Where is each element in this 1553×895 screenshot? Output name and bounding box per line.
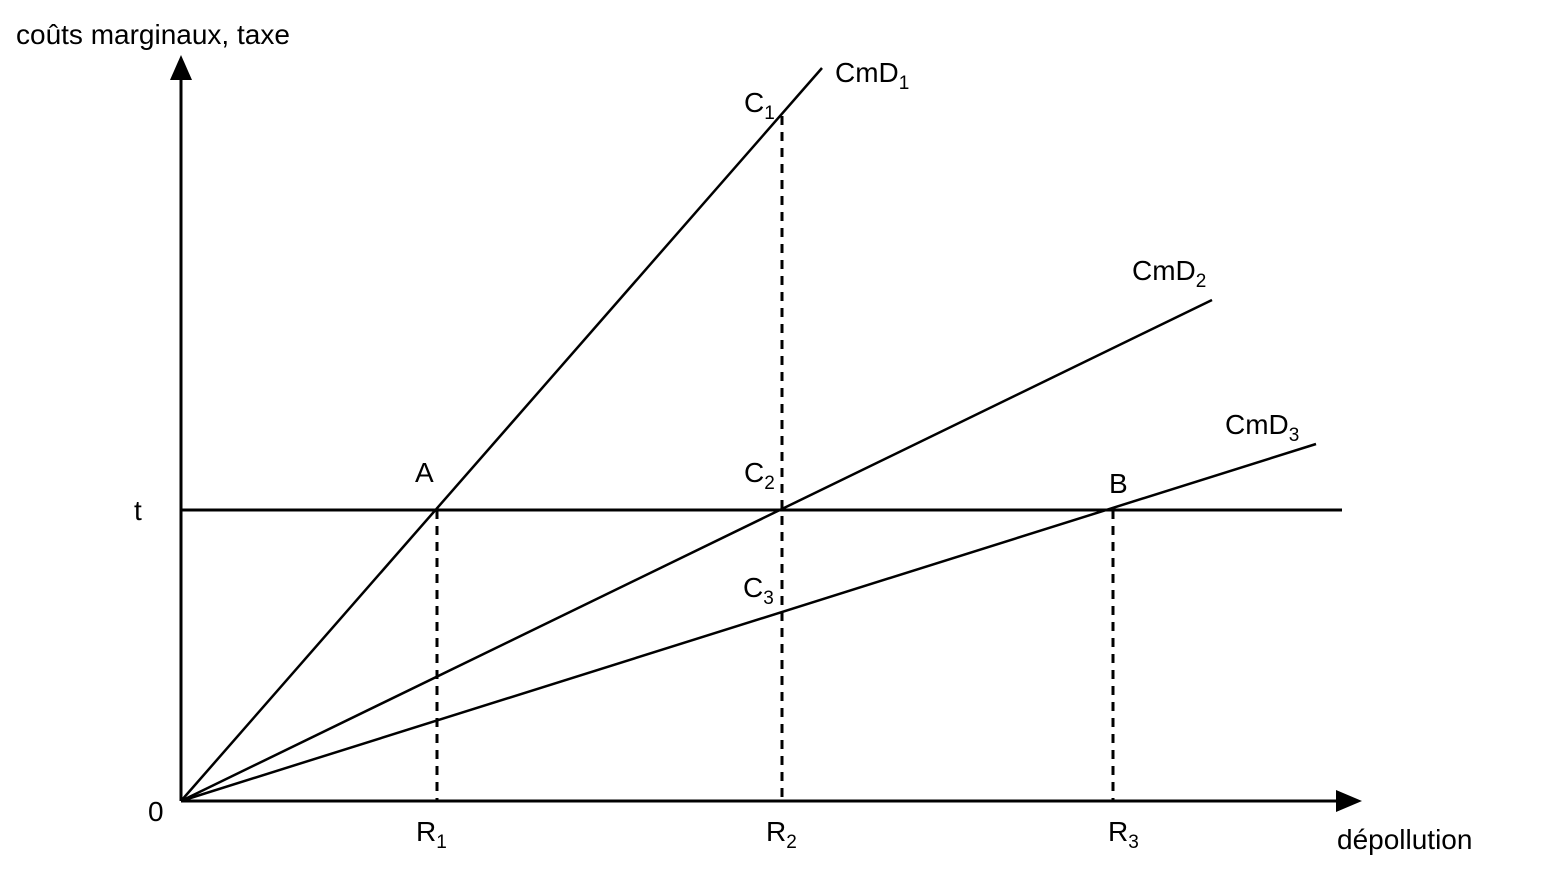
curve-label-cmd3-base: CmD [1225,409,1289,440]
point-label-c1: C1 [744,87,775,124]
x-axis-label: dépollution [1337,824,1472,855]
curve-cmd2 [180,298,1213,803]
x-tick-r1: R1 [416,816,447,853]
x-tick-r1-sub: 1 [436,832,447,853]
y-axis-arrowhead [170,55,192,80]
point-label-c2-sub: 2 [764,473,775,494]
x-tick-r2-sub: 2 [786,832,797,853]
point-label-a: A [415,457,434,488]
point-label-c1-sub: 1 [764,103,775,124]
point-label-c1-base: C [744,87,764,118]
point-label-c3: C3 [743,572,774,609]
curve-label-cmd2-base: CmD [1132,255,1196,286]
x-tick-r3-sub: 3 [1128,832,1139,853]
x-tick-r3-base: R [1108,816,1128,847]
origin-label: 0 [148,796,164,827]
point-label-b: B [1109,468,1128,499]
x-tick-r2: R2 [766,816,797,853]
point-label-c2-base: C [744,457,764,488]
y-axis-label: coûts marginaux, taxe [16,19,290,50]
curve-label-cmd3: CmD3 [1225,409,1299,446]
curve-label-cmd1-sub: 1 [899,73,910,94]
point-label-c3-base: C [743,572,763,603]
curve-cmd3 [180,442,1317,803]
x-tick-r3: R3 [1108,816,1139,853]
x-tick-r2-base: R [766,816,786,847]
curve-label-cmd2-sub: 2 [1196,271,1207,292]
curve-label-cmd1: CmD1 [835,57,909,94]
curve-label-cmd3-sub: 3 [1289,425,1300,446]
curve-label-cmd1-base: CmD [835,57,899,88]
x-axis-arrowhead [1336,790,1362,812]
tax-label: t [134,495,142,526]
curve-cmd1 [180,67,823,802]
x-tick-r1-base: R [416,816,436,847]
curve-label-cmd2: CmD2 [1132,255,1206,292]
point-label-c3-sub: 3 [763,588,774,609]
point-label-c2: C2 [744,457,775,494]
